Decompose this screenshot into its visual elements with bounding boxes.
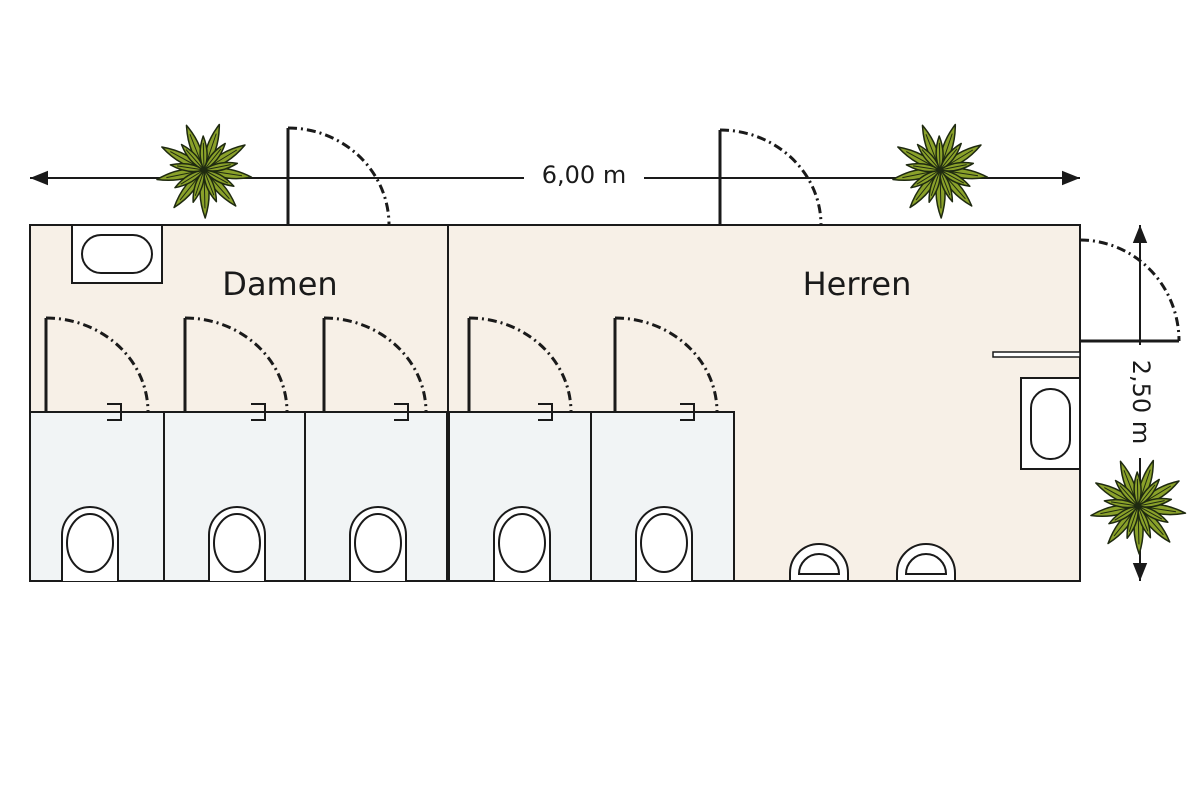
depth-dimension-label: 2,50 m [1127, 360, 1155, 444]
urinal-icon [789, 543, 849, 582]
urinal-icon [896, 543, 956, 582]
door-locks [107, 403, 697, 421]
lock-icon [107, 403, 124, 421]
toilets [61, 506, 693, 581]
toilet-icon [635, 506, 693, 581]
toilet-icon [493, 506, 551, 581]
lock-icon [538, 403, 555, 421]
partition-bar [992, 351, 1081, 358]
entrance-door-women [286, 126, 391, 226]
cubicle-doors [44, 316, 719, 413]
entrance-door-men [718, 128, 823, 226]
room-label-women: Damen [222, 265, 337, 303]
door-swing-icon [44, 316, 150, 413]
toilet-icon [349, 506, 407, 581]
side-door-men [1079, 238, 1181, 343]
urinals [789, 543, 956, 582]
door-swing-icon [613, 316, 719, 413]
sink-women [71, 224, 163, 284]
room-label-men: Herren [803, 265, 912, 303]
sink-men [1020, 377, 1081, 470]
width-dimension: 6,00 m [30, 161, 1080, 189]
door-swing-icon [183, 316, 289, 413]
lock-icon [680, 403, 697, 421]
depth-dimension: 2,50 m [1127, 225, 1155, 581]
door-swing-icon [322, 316, 428, 413]
lock-icon [251, 403, 268, 421]
sink-icon [81, 234, 153, 274]
entrance-doors [286, 126, 1181, 343]
door-swing-icon [467, 316, 573, 413]
lock-icon [394, 403, 411, 421]
width-dimension-label: 6,00 m [542, 161, 626, 189]
toilet-icon [208, 506, 266, 581]
plant-icon [892, 123, 989, 219]
sink-icon [1030, 388, 1071, 460]
plant-icon [156, 123, 253, 219]
toilet-icon [61, 506, 119, 581]
plant-icon [1090, 459, 1187, 555]
